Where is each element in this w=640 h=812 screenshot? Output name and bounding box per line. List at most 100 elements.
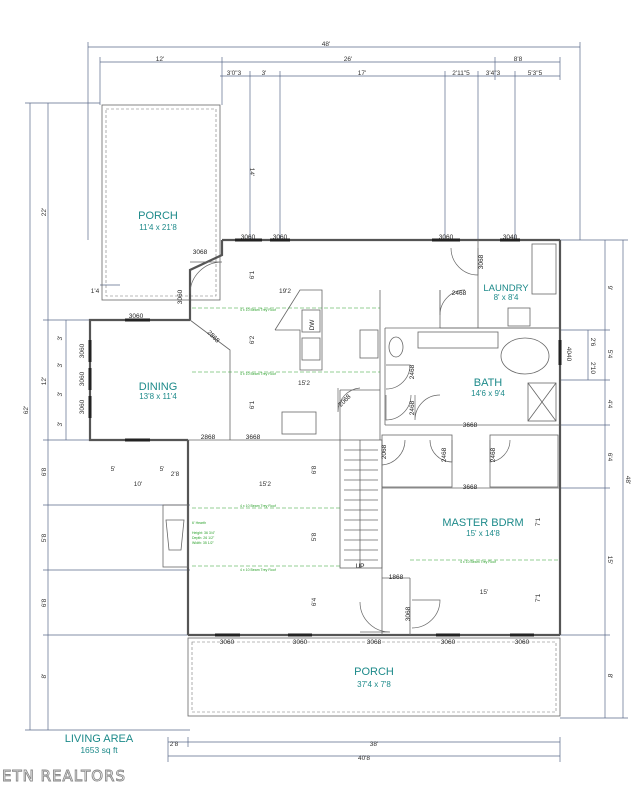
porch-front-outline <box>187 637 561 717</box>
tag-5: 3068 <box>193 249 208 256</box>
laundry-name: LAUNDRY <box>483 283 529 294</box>
dim-int-19-2: 19'2 <box>279 288 291 295</box>
porch-left-inner <box>105 108 217 297</box>
dim-left-22: 22' <box>41 208 48 216</box>
window-left-a: 3060 <box>79 343 86 358</box>
top-dimension-text: 48' 12' 26' 8'8 3'0"3 3' 17' 2'11"5 3'4"… <box>156 41 543 77</box>
dim-right-8: 8' <box>606 674 613 679</box>
dim-int-6-2: 6'2 <box>249 335 256 344</box>
dim-top-5-3-5: 5'3"5 <box>528 70 543 77</box>
beam-note-5: 4 x 10 Beam Trey Roof <box>460 560 496 564</box>
bottom-dimension-text: 2'8 38' 40'8 <box>170 741 378 762</box>
dining-walls <box>188 319 340 441</box>
bath-dims: 14'6 x 9'4 <box>471 389 505 398</box>
tag-22: 3068 <box>405 606 412 621</box>
right-dimension-lines <box>560 239 628 719</box>
dim-top-3: 3' <box>262 70 267 77</box>
dim-top-12: 12' <box>156 56 164 63</box>
bath-walls <box>384 327 560 426</box>
tag-1: 3060 <box>241 234 256 241</box>
dim-int-7-1b: 7'1 <box>535 593 542 602</box>
tag-21: 1868 <box>389 574 404 581</box>
tag-8: 3060 <box>177 289 184 304</box>
porch-left-outline <box>101 104 221 301</box>
window-right: 4040 <box>565 347 572 362</box>
range <box>359 329 379 359</box>
porch-front-name: PORCH <box>354 666 394 678</box>
tag-6: 3068 <box>478 254 485 269</box>
master-name: MASTER BDRM <box>442 517 523 529</box>
dim-int-15: 15' <box>480 589 488 596</box>
dim-left-6-8b: 6'8 <box>41 598 48 607</box>
dim-int-14: 14' <box>248 168 255 176</box>
dim-int-6-8: 6'8 <box>311 465 318 474</box>
dishwasher-label: DW <box>309 319 316 331</box>
porch-front-inner <box>191 641 557 713</box>
doors <box>189 247 511 633</box>
master-dims: 15' x 14'8 <box>466 529 500 538</box>
fireplace-row-2: Depth: 26 1/2" <box>192 536 215 540</box>
exterior-walls <box>88 238 562 637</box>
tag-18: 2468 <box>490 447 497 462</box>
dining-name: DINING <box>139 381 178 393</box>
tag-25: 3068 <box>367 639 382 646</box>
beam-lines <box>192 307 558 567</box>
bottom-dimension-lines <box>167 737 561 762</box>
dim-int-5b: 5' <box>160 466 165 473</box>
tag-14: 2468 <box>409 364 416 379</box>
dim-right-4-4: 4'4 <box>606 400 613 409</box>
kitchen-area <box>274 289 381 440</box>
dim-left-3c: 3' <box>57 392 64 397</box>
dim-bottom-2-8: 2'8 <box>170 741 179 748</box>
top-dimension-lines <box>87 42 581 240</box>
dim-top-2-11-5: 2'11"5 <box>452 70 470 77</box>
tag-9: 3060 <box>129 313 144 320</box>
dim-left-3a: 3' <box>57 336 64 341</box>
dim-right-9: 9' <box>606 286 613 291</box>
living-area-label: LIVING AREA <box>65 733 134 745</box>
dim-int-5a: 5' <box>111 466 116 473</box>
window-left-c: 3060 <box>79 399 86 414</box>
dim-left-5-8: 5'8 <box>41 533 48 542</box>
tag-2: 3060 <box>273 234 288 241</box>
dim-int-5-8: 5'8 <box>311 532 318 541</box>
living-area-value: 1653 sq ft <box>80 745 118 755</box>
dim-right-48: 48' <box>624 476 631 484</box>
dim-left-3d: 3' <box>57 422 64 427</box>
dim-left-62: 62' <box>23 406 30 414</box>
tag-4: 3040 <box>503 234 518 241</box>
tag-16: 3668 <box>463 422 478 429</box>
right-dimension-text: 9' 2'6 5'4 2'10 4040 4'4 6'4 48' 15' 8' <box>565 286 631 679</box>
dim-top-26: 26' <box>344 56 352 63</box>
beam-note-2: 4 x 10 Beam Trey Roof <box>240 372 276 376</box>
beam-note-1: 4 x 10 Beam Trey Roof <box>240 308 276 312</box>
dim-int-10: 10' <box>134 481 142 488</box>
vanity <box>417 331 499 349</box>
tag-19: 2068 <box>381 444 388 459</box>
dim-bottom-38: 38' <box>370 741 378 748</box>
stairs <box>339 439 383 569</box>
dim-left-12: 12' <box>41 377 48 385</box>
beam-notes: 4 x 10 Beam Trey Roof 4 x 10 Beam Trey R… <box>240 308 496 572</box>
master-walls <box>381 488 411 635</box>
laundry-sink <box>507 307 531 327</box>
shower <box>527 382 557 422</box>
dishwasher-box <box>301 309 321 333</box>
laundry-dims: 8' x 8'4 <box>494 293 519 302</box>
tag-24: 3060 <box>293 639 308 646</box>
dim-left-8: 8' <box>41 674 48 679</box>
porch-left-name: PORCH <box>138 210 178 222</box>
fireplace-title: 6' Hearth <box>192 521 206 525</box>
sink <box>301 337 321 361</box>
tag-27: 3060 <box>515 639 530 646</box>
dim-top-overall: 48' <box>322 41 330 48</box>
window-left-b: 3060 <box>79 371 86 386</box>
fireplace <box>162 504 189 568</box>
dim-right-2-6: 2'6 <box>589 338 596 347</box>
beam-note-4: 4 x 10 Beam Trey Roof <box>240 568 276 572</box>
dim-left-1-4: 1'4 <box>91 288 100 295</box>
dim-top-3-0-3: 3'0"3 <box>227 70 242 77</box>
tub <box>500 337 550 375</box>
fireplace-row-3: Width: 35 1/2" <box>192 541 215 545</box>
